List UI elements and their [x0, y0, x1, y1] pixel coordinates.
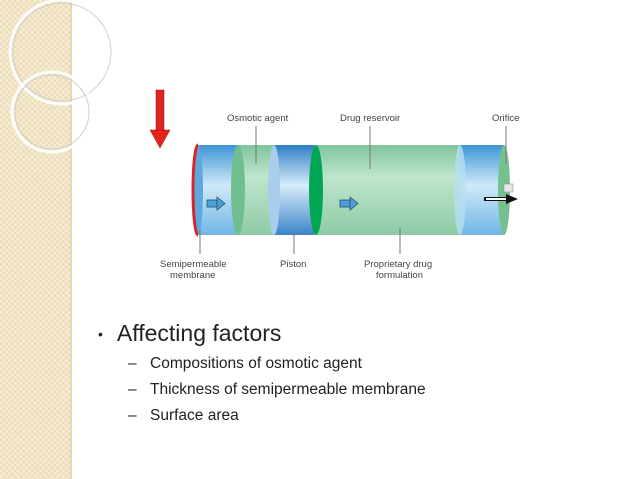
label-proprietary-drug: Proprietary drug	[364, 259, 432, 270]
label-membrane: membrane	[170, 270, 215, 281]
right-cap-inner-edge	[454, 145, 466, 235]
osmotic-pump-diagram: Osmotic agent Drug reservoir Orifice Sem…	[149, 89, 519, 281]
left-cap-inner-edge	[231, 145, 245, 235]
list-item: – Surface area	[128, 407, 426, 425]
semipermeable-membrane	[191, 143, 199, 237]
list-item: – Thickness of semipermeable membrane	[128, 381, 426, 399]
sub-bullet-list: – Compositions of osmotic agent – Thickn…	[128, 355, 426, 425]
bullet-dot: •	[98, 325, 103, 342]
label-semipermeable: Semipermeable	[160, 259, 227, 270]
decorative-circles	[8, 0, 116, 154]
piston-front-face	[268, 145, 280, 235]
list-item-text: Thickness of semipermeable membrane	[150, 381, 426, 398]
side-panel-edge	[70, 0, 72, 479]
piston	[274, 145, 314, 235]
cylinder-body	[198, 145, 504, 235]
dash-marker: –	[128, 381, 137, 398]
heading-text: Affecting factors	[116, 320, 282, 346]
orifice-hole	[503, 183, 514, 193]
piston-back-face	[309, 145, 323, 235]
decorative-side-panel	[0, 0, 70, 479]
list-item-text: Surface area	[150, 407, 239, 424]
list-item: – Compositions of osmotic agent	[128, 355, 426, 373]
label-orifice: Orifice	[492, 113, 519, 124]
dash-marker: –	[128, 355, 137, 372]
label-osmotic-agent: Osmotic agent	[227, 113, 289, 124]
flow-arrow-2	[339, 196, 359, 211]
label-piston: Piston	[280, 259, 306, 270]
label-formulation: formulation	[376, 270, 423, 281]
dash-marker: –	[128, 407, 137, 424]
left-end-ellipse	[193, 145, 203, 235]
label-drug-reservoir: Drug reservoir	[340, 113, 400, 124]
outflow-arrow	[484, 194, 518, 204]
right-end-cap	[460, 145, 504, 235]
flow-arrow-1	[206, 196, 226, 211]
list-item-text: Compositions of osmotic agent	[150, 355, 362, 372]
red-down-arrow	[149, 89, 171, 149]
bullet-heading: • Affecting factors	[98, 320, 426, 347]
bullet-list: • Affecting factors – Compositions of os…	[98, 320, 426, 433]
